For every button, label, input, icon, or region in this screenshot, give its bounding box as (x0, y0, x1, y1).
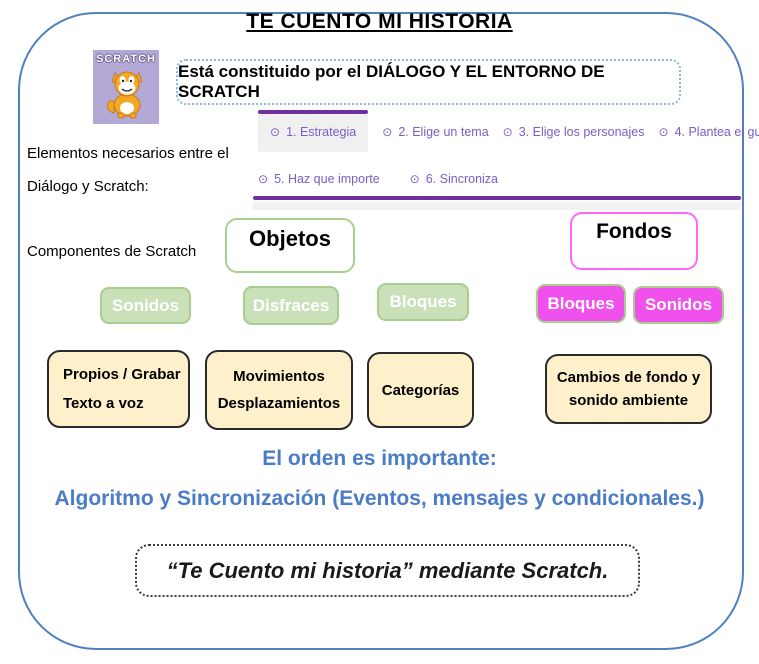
cream-box-line: Cambios de fondo y (556, 369, 701, 386)
green-pill-disfraces: Disfraces (243, 286, 339, 325)
green-pill-bloques: Bloques (377, 283, 469, 321)
tab-bullet-icon: ⊙ (382, 125, 393, 139)
cream-box-line: sonido ambiente (568, 392, 689, 409)
rounded-border-frame (18, 12, 744, 650)
tab-label: 1. Estrategia (286, 125, 357, 139)
fondos-box: Fondos (570, 212, 698, 270)
cream-box-categorias: Categorías (367, 352, 474, 428)
tab-sincroniza[interactable]: ⊙ 6. Sincroniza (410, 172, 498, 186)
tab-estrategia[interactable]: ⊙ 1. Estrategia (258, 110, 369, 152)
cream-box-propios: Propios / Grabar Texto a voz (47, 350, 190, 428)
tab-label: 4. Plantea el guion (674, 125, 759, 139)
subtitle-box: Está constituido por el DIÁLOGO Y EL ENT… (176, 59, 681, 105)
wizard-tabs-row2: ⊙ 5. Haz que importe ⊙ 6. Sincroniza (258, 166, 498, 192)
green-pill-sonidos: Sonidos (100, 287, 191, 324)
scratch-cat-icon (107, 71, 143, 119)
tab-label: 3. Elige los personajes (518, 125, 645, 139)
tab-bullet-icon: ⊙ (658, 125, 669, 139)
cream-box-movimientos: Movimientos Desplazamientos (205, 350, 353, 430)
tab-elige-los-personajes[interactable]: ⊙ 3. Elige los personajes (503, 112, 645, 152)
tab-elige-un-tema[interactable]: ⊙ 2. Elige un tema (382, 112, 488, 152)
tab-bullet-icon: ⊙ (502, 125, 513, 139)
tab-label: 2. Elige un tema (398, 125, 489, 139)
magenta-pill-bloques: Bloques (536, 284, 626, 323)
magenta-pill-sonidos: Sonidos (633, 286, 724, 324)
cream-box-line: Propios / Grabar (63, 366, 181, 383)
footer-quote-box: “Te Cuento mi historia” mediante Scratch… (135, 544, 640, 597)
tab-haz-que-importe[interactable]: ⊙ 5. Haz que importe (258, 172, 380, 186)
wizard-tabs-row1: ⊙ 1. Estrategia ⊙ 2. Elige un tema ⊙ 3. … (258, 110, 759, 152)
tab-bullet-icon: ⊙ (409, 172, 420, 186)
cream-box-line: Texto a voz (63, 395, 144, 412)
cream-box-line: Movimientos (233, 368, 325, 385)
page-title: TE CUENTO MI HISTORIA (246, 10, 513, 33)
tab-label: 6. Sincroniza (425, 172, 498, 186)
cream-box-line: Desplazamientos (217, 395, 341, 412)
algorithm-sync-text: Algoritmo y Sincronización (Eventos, men… (54, 487, 705, 510)
cream-box-cambios: Cambios de fondo y sonido ambiente (545, 354, 712, 424)
scratch-logo: SCRATCH (93, 50, 159, 124)
purple-divider (253, 196, 741, 200)
cream-box-line: Categorías (381, 381, 460, 399)
elements-label-line1: Elementos necesarios entre el (27, 145, 229, 162)
components-label: Componentes de Scratch (27, 243, 197, 260)
tab-bullet-icon: ⊙ (258, 172, 269, 186)
elements-label-line2: Diálogo y Scratch: (27, 178, 149, 195)
objetos-box: Objetos (225, 218, 355, 273)
tab-plantea-el-guion[interactable]: ⊙ 4. Plantea el guion (659, 112, 759, 152)
tab-bullet-icon: ⊙ (270, 125, 281, 139)
gray-divider (253, 202, 741, 210)
order-important-text: El orden es importante: (262, 447, 497, 470)
tab-label: 5. Haz que importe (274, 172, 380, 186)
scratch-logo-text: SCRATCH (96, 53, 156, 65)
